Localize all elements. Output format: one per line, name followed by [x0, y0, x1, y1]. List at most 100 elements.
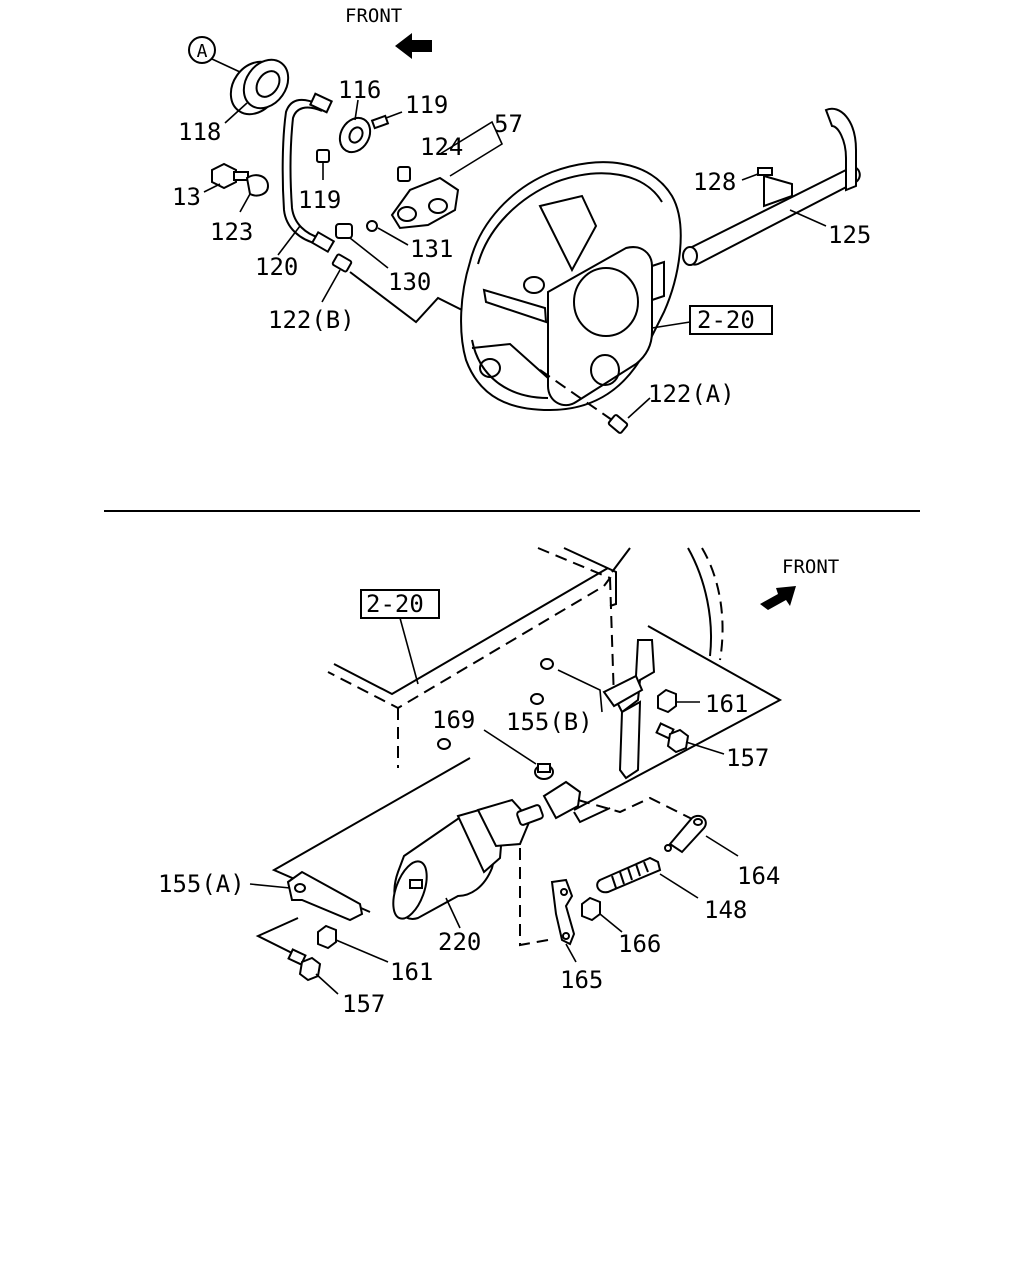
ref-2-20-lower: 2-20 [366, 590, 424, 618]
label-161a: 161 [705, 690, 748, 718]
part-122a-nipple [607, 414, 629, 434]
leader-122a [627, 397, 651, 419]
part-130-fitting [335, 223, 353, 239]
lower-front-arrow-icon [760, 586, 796, 610]
housing-outline-dash-side [609, 577, 615, 701]
part-157-bolt-bottom [287, 948, 322, 982]
part-119-screw-a [370, 114, 390, 130]
leader-125 [789, 209, 827, 227]
leader-2-20-upper [651, 321, 691, 329]
housing-curve-a [687, 547, 713, 657]
label-155a: 155(A) [158, 870, 245, 898]
leader-118 [224, 102, 248, 124]
label-125: 125 [828, 221, 871, 249]
part-122b-nipple [331, 253, 353, 273]
part-148-spring [596, 856, 662, 894]
leader-164 [705, 835, 739, 857]
leader-157a [685, 741, 725, 755]
label-148: 148 [704, 896, 747, 924]
part-124-bolt [397, 166, 411, 182]
label-161b: 161 [390, 958, 433, 986]
part-161-nut-top [657, 688, 677, 714]
lower-assembly: FRONT 2-20 155(B) 1 [158, 547, 839, 1018]
part-119-screw-b [316, 149, 330, 163]
label-123: 123 [210, 218, 253, 246]
leader-169 [483, 729, 537, 765]
bracket-57 [439, 120, 504, 177]
leader-166 [599, 913, 623, 933]
part-161-nut-bottom [317, 924, 337, 950]
dash-122a [539, 369, 613, 421]
part-120-pipe [281, 92, 336, 254]
leader-123 [239, 193, 251, 213]
ref-2-20-upper: 2-20 [697, 306, 755, 334]
leader-2-20-lower [399, 617, 419, 685]
leader-220 [445, 897, 461, 929]
part-164-rodend [664, 814, 707, 854]
part-clutch-housing [460, 161, 682, 412]
leader-116 [354, 99, 359, 121]
leader-155b [557, 669, 603, 713]
label-130: 130 [388, 268, 431, 296]
leader-155a [249, 883, 291, 889]
upper-assembly: FRONT A 118 120 116 [172, 5, 871, 434]
housing-outline-solid-b [611, 547, 631, 573]
callout-a-letter: A [197, 41, 208, 62]
callout-a-leader [211, 58, 241, 73]
group-outline-155b [573, 625, 783, 811]
label-131: 131 [410, 235, 453, 263]
line-164-offset [573, 807, 611, 824]
dash-164 [577, 796, 695, 821]
washer-left [437, 738, 451, 750]
part-165-lever [550, 878, 576, 946]
label-165: 165 [560, 966, 603, 994]
label-155b: 155(B) [506, 708, 593, 736]
label-120: 120 [255, 253, 298, 281]
dash-165 [519, 848, 549, 947]
part-157-bolt-top [655, 722, 690, 754]
leader-165 [565, 943, 577, 963]
housing-curve-b [701, 547, 724, 661]
part-155a-bracket [286, 870, 364, 922]
part-123-clip [245, 174, 270, 197]
group-outline-157b [255, 917, 299, 957]
label-124: 124 [420, 133, 463, 161]
leader-122b [321, 269, 341, 303]
label-118: 118 [178, 118, 221, 146]
part-116-clamp [338, 116, 372, 154]
label-122b: 122(B) [268, 306, 355, 334]
part-118-bearing [229, 58, 290, 116]
part-13-bolt [211, 162, 249, 190]
part-125-shaft [682, 107, 861, 266]
label-128: 128 [693, 168, 736, 196]
label-119a: 119 [405, 91, 448, 119]
callout-a-circle [188, 36, 216, 64]
label-157a: 157 [726, 744, 769, 772]
label-166: 166 [618, 930, 661, 958]
label-157b: 157 [342, 990, 385, 1018]
leader-120 [277, 225, 301, 256]
part-155b-bracket [602, 639, 656, 780]
label-122a: 122(A) [648, 380, 735, 408]
part-128-key [757, 167, 773, 176]
label-164: 164 [737, 862, 780, 890]
part-131-washer [366, 220, 378, 232]
upper-front-arrow-icon [395, 33, 432, 59]
leader-130 [349, 237, 389, 269]
leader-13 [203, 183, 221, 193]
housing-outline-solid-c [333, 567, 609, 696]
part-220-cylinder [392, 780, 582, 920]
washer-top [540, 658, 554, 670]
guide-122b-line [349, 271, 471, 324]
leader-128 [741, 173, 759, 181]
housing-outline-solid [563, 547, 617, 607]
leader-161b [335, 939, 389, 963]
housing-outline-dash-top [327, 547, 612, 710]
leader-131 [377, 227, 409, 246]
leader-157b [315, 973, 339, 995]
upper-front-label: FRONT [345, 5, 402, 27]
part-166-nut [581, 896, 601, 922]
leader-119a [385, 111, 403, 119]
leader-148 [659, 873, 699, 899]
